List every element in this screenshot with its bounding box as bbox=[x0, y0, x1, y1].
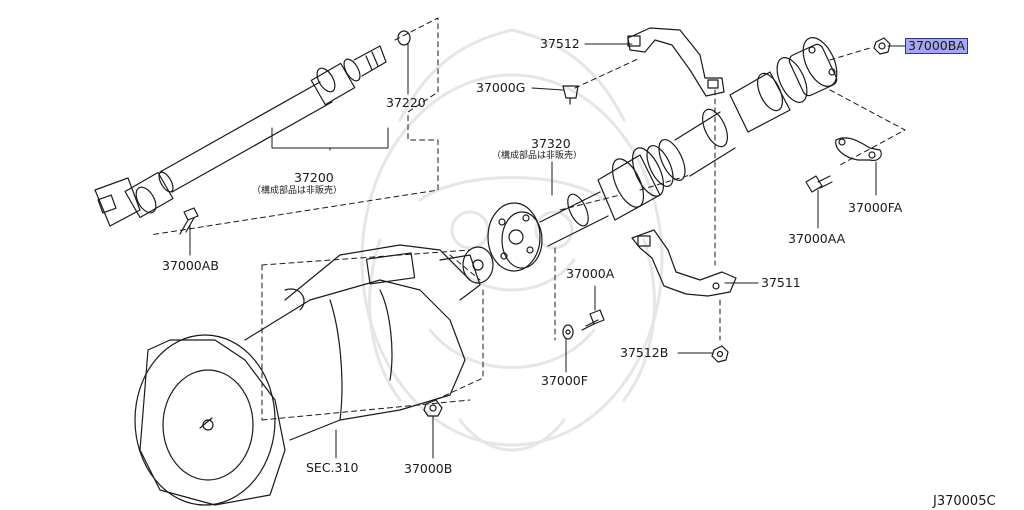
label-37200[interactable]: 37200 bbox=[294, 170, 334, 185]
watermark-emblem bbox=[360, 28, 664, 452]
label-37220[interactable]: 37220 bbox=[386, 95, 426, 110]
gasket-37000fa[interactable] bbox=[836, 138, 881, 161]
label-37512[interactable]: 37512 bbox=[540, 36, 580, 51]
nut-37000b-icon[interactable] bbox=[423, 399, 443, 417]
label-37000a[interactable]: 37000A bbox=[566, 266, 615, 281]
o-ring-37220[interactable] bbox=[397, 30, 411, 46]
label-37000g[interactable]: 37000G bbox=[476, 80, 526, 95]
label-37000ab[interactable]: 37000AB bbox=[162, 258, 219, 273]
nut-37000ba-icon[interactable] bbox=[873, 37, 891, 55]
propeller-shaft-37320[interactable] bbox=[540, 33, 844, 246]
label-37000f[interactable]: 37000F bbox=[541, 373, 588, 388]
transmission-sec310[interactable] bbox=[135, 245, 493, 505]
note-37320-not-sold-separately: （構成部品は非販売） bbox=[492, 151, 583, 161]
bracket-37512[interactable] bbox=[628, 28, 724, 96]
bolt-37000ab-icon[interactable] bbox=[179, 207, 199, 235]
washer-37000f-icon[interactable] bbox=[562, 324, 574, 340]
nut-37512b-icon[interactable] bbox=[711, 345, 729, 363]
dashed-leaders bbox=[149, 17, 906, 421]
grommet-37000g-icon[interactable] bbox=[562, 85, 579, 105]
label-37000ba-highlighted[interactable]: 37000BA bbox=[905, 38, 968, 54]
label-sec310[interactable]: SEC.310 bbox=[306, 460, 359, 475]
propeller-shaft-37200[interactable] bbox=[95, 46, 386, 226]
label-37512b[interactable]: 37512B bbox=[620, 345, 669, 360]
figure-reference-id: J370005C bbox=[933, 494, 996, 509]
bolt-37000aa-icon[interactable] bbox=[805, 175, 833, 193]
label-37320[interactable]: 37320 bbox=[531, 136, 571, 151]
callout-leaders bbox=[189, 43, 906, 459]
flex-coupling[interactable] bbox=[488, 203, 542, 271]
label-37000aa[interactable]: 37000AA bbox=[788, 231, 846, 246]
note-37200-not-sold-separately: （構成部品は非販売） bbox=[252, 186, 343, 196]
label-37511[interactable]: 37511 bbox=[761, 275, 801, 290]
label-37000b[interactable]: 37000B bbox=[404, 461, 453, 476]
bracket-37511[interactable] bbox=[632, 230, 736, 296]
label-37000fa[interactable]: 37000FA bbox=[848, 200, 903, 215]
bolt-37000a-icon[interactable] bbox=[581, 309, 605, 331]
